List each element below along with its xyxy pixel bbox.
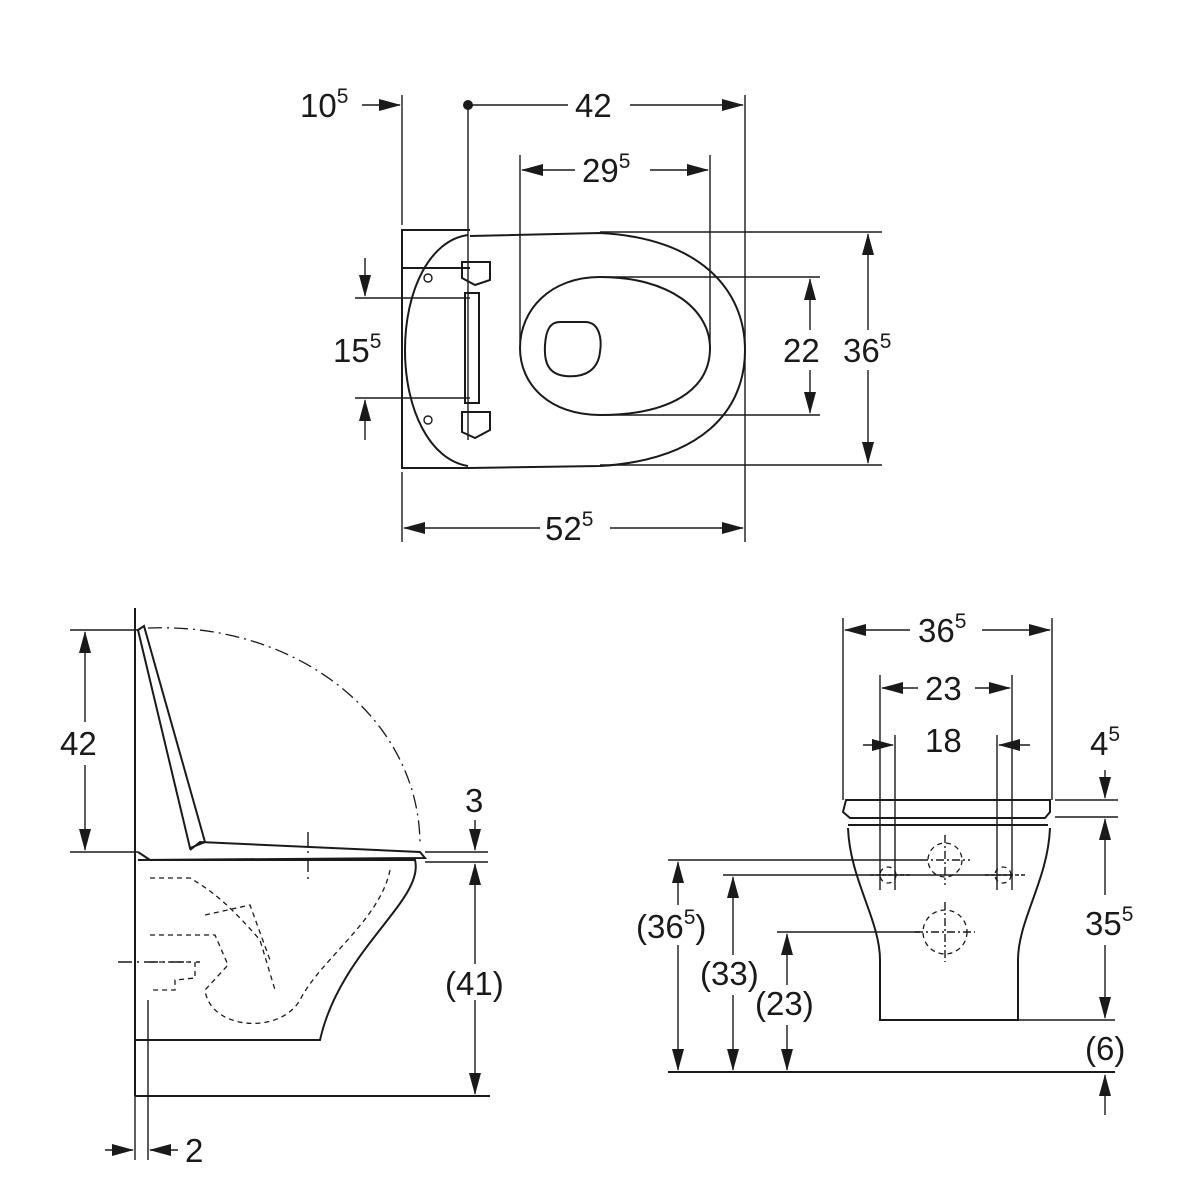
wall-plate-body <box>401 230 470 469</box>
dim-fixing-spacing: 155 <box>333 330 381 369</box>
seat-hinge-outline <box>403 234 469 467</box>
bowl-internal <box>150 869 391 1025</box>
dim-outlet-height: (23) <box>755 985 814 1022</box>
dim-fixing-height: (33) <box>700 955 759 992</box>
dim-seat-thickness: 3 <box>465 782 483 819</box>
open-lid <box>136 624 207 850</box>
dim-seat-height: (41) <box>445 965 504 1002</box>
outlet-internal <box>150 961 196 991</box>
dim-front-seat-thickness: 45 <box>1090 723 1120 762</box>
fixing-hole <box>423 415 433 425</box>
bowl-side <box>135 851 417 1041</box>
upper-inlet-crosshair <box>920 835 970 885</box>
dim-seat-length: 295 <box>582 150 630 189</box>
hinge-top <box>461 261 491 287</box>
dim-lid-height: 42 <box>60 725 97 762</box>
seat-opening <box>543 321 602 378</box>
seat-outline <box>518 275 712 417</box>
seat-front <box>841 799 1051 819</box>
dim-bowl-width: 365 <box>843 330 891 369</box>
bowl-front <box>847 827 1051 1021</box>
dim-inner-fixing: 18 <box>925 722 962 759</box>
dim-floor-gap: (6) <box>1085 1030 1125 1067</box>
lid-swing-arc <box>147 627 421 846</box>
dim-body-height: 355 <box>1085 903 1133 942</box>
top-view: 105 42 295 155 22 365 <box>300 85 891 547</box>
side-view: 42 3 (41) 2 <box>60 608 504 1169</box>
dim-wall-offset: 105 <box>300 85 348 124</box>
dim-seat-opening-width: 22 <box>783 332 820 369</box>
bowl-outline <box>469 231 747 469</box>
seat <box>137 840 428 861</box>
dim-fixing-to-front: 42 <box>575 87 612 124</box>
dim-upper-height: (365) <box>636 906 706 945</box>
dim-total-length: 525 <box>545 508 593 547</box>
dim-wall-gap: 2 <box>185 1132 203 1169</box>
fixing-hole <box>423 273 433 283</box>
front-view: 365 23 18 45 355 (6) (365) <box>636 610 1133 1115</box>
hinge-bottom <box>461 411 491 440</box>
dim-outer-fixing: 23 <box>925 670 962 707</box>
fixing-rail <box>464 292 480 404</box>
outlet-crosshair <box>915 902 975 962</box>
dim-front-width: 365 <box>918 610 966 649</box>
wall-plate <box>401 229 470 269</box>
